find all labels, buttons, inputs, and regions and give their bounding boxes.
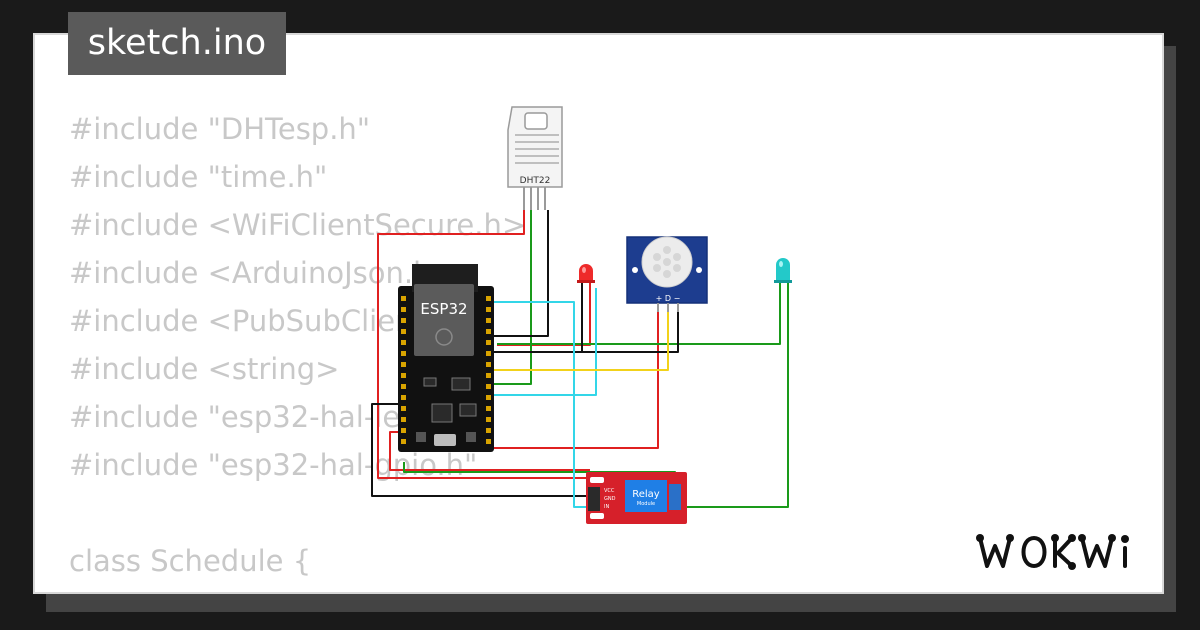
esp32-board[interactable]: ESP32 [398, 264, 494, 452]
wire-black-relay-gnd [371, 403, 596, 497]
code-line: #include "DHTesp.h" [69, 112, 371, 146]
dht22-sensor[interactable]: DHT22 [507, 106, 563, 210]
wire-yellow-pir-data [489, 310, 669, 371]
relay-module[interactable]: VCC GND IN Relay Module [586, 472, 687, 524]
relay-label: Relay [632, 489, 660, 500]
red-led[interactable] [577, 264, 595, 283]
wokwi-logo-icon [976, 534, 1129, 570]
wire-green-led [497, 283, 781, 345]
pir-pin-labels: + D − [656, 294, 681, 303]
pir-sensor[interactable]: + D − [626, 236, 708, 312]
usb-port-icon [434, 434, 456, 446]
dht22-label: DHT22 [520, 176, 551, 186]
relay-pin-in: IN [604, 504, 609, 510]
wires [371, 210, 789, 508]
wire-black-dht-gnd [489, 210, 549, 337]
wire-green-dht-data [489, 210, 532, 385]
wire-cyan-relay-in [489, 301, 596, 508]
wire-red-board [389, 431, 590, 471]
code-line: class Schedule { [69, 544, 312, 578]
wire-black-pir-gnd [489, 310, 679, 353]
code-line: #include <WiFiClientSecure.h> [69, 208, 527, 242]
code-line: #include "esp32-hal-gpio.h" [69, 448, 478, 482]
wire-red-dht-vcc [377, 210, 596, 479]
relay-sub-label: Module [637, 501, 655, 507]
wire-cyan-led [489, 288, 597, 396]
code-preview: #include "DHTesp.h" #include "time.h" #i… [69, 105, 527, 592]
relay-pin-vcc: VCC [604, 488, 615, 494]
code-line: #include <string> [69, 352, 340, 386]
preview-card: #include "DHTesp.h" #include "time.h" #i… [33, 33, 1164, 594]
relay-terminal-icon [669, 484, 681, 510]
esp32-label: ESP32 [420, 300, 467, 318]
teal-led[interactable] [774, 258, 792, 283]
wire-green-relay-com [685, 283, 789, 508]
code-line: #include "time.h" [69, 160, 328, 194]
file-name-tab: sketch.ino [68, 12, 286, 75]
relay-pin-gnd: GND [604, 496, 616, 502]
